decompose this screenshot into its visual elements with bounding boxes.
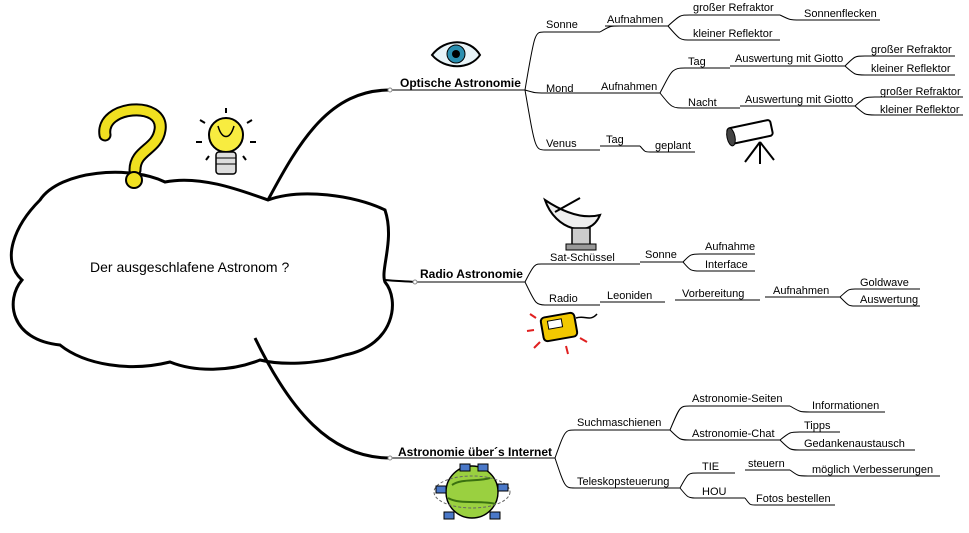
node-nacht: Nacht — [688, 97, 717, 109]
node-vorbereitung: Vorbereitung — [682, 288, 745, 300]
junction-dots — [387, 87, 418, 461]
main-branches — [253, 88, 416, 460]
node-teleskopsteuerung: Teleskopsteuerung — [577, 476, 670, 488]
node-radio: Radio — [549, 293, 578, 305]
node-interface: Interface — [705, 259, 748, 271]
node-tag: Tag — [688, 56, 706, 68]
radio-icon — [526, 311, 598, 355]
branch-internet-astronomy: Astronomie über´s Internet — [398, 445, 553, 459]
node-leoniden: Leoniden — [607, 290, 653, 302]
node-mond: Mond — [546, 83, 574, 95]
node-radio-aufnahmen: Aufnahmen — [773, 285, 830, 297]
node-informationen: Informationen — [812, 400, 880, 412]
node-steuern: steuern — [748, 458, 785, 470]
telescope-icon — [726, 119, 775, 164]
node-sat-sonne: Sonne — [645, 249, 677, 261]
node-tie: TIE — [702, 461, 720, 473]
node-fotos-bestellen: Fotos bestellen — [756, 493, 831, 505]
node-venus: Venus — [546, 138, 577, 150]
node-astronomie-seiten: Astronomie-Seiten — [692, 393, 783, 405]
branch-radio-astronomy: Radio Astronomie — [420, 267, 523, 281]
node-sonne: Sonne — [546, 19, 578, 31]
satellite-dish-icon — [543, 197, 602, 251]
node-auswertung: Auswertung — [860, 294, 919, 306]
light-bulb-icon — [196, 108, 256, 175]
node-suchmaschienen: Suchmaschienen — [577, 417, 662, 429]
node-hou: HOU — [702, 486, 727, 498]
node-geplant: geplant — [655, 140, 692, 152]
node-venus-tag: Tag — [606, 134, 624, 146]
node-aufnahme: Aufnahme — [705, 241, 756, 253]
node-nacht-refraktor: großer Refraktor — [880, 86, 961, 98]
node-sat-schuessel: Sat-Schüssel — [550, 252, 615, 264]
node-gedankenaustausch: Gedankenaustausch — [804, 438, 905, 450]
thought-cloud — [9, 170, 394, 371]
node-nacht-giotto: Auswertung mit Giotto — [745, 94, 854, 106]
node-nacht-reflektor: kleiner Reflektor — [880, 104, 960, 116]
branch-lines — [390, 14, 963, 506]
node-mond-aufnahmen: Aufnahmen — [601, 81, 658, 93]
question-mark-icon — [98, 103, 167, 189]
node-astronomie-chat: Astronomie-Chat — [692, 428, 775, 440]
branch-optical-astronomy: Optische Astronomie — [400, 76, 521, 90]
node-sonne-aufnahmen: Aufnahmen — [607, 14, 664, 26]
node-tag-giotto: Auswertung mit Giotto — [735, 53, 844, 65]
central-topic: Der ausgeschlafene Astronom ? — [90, 259, 290, 275]
node-grosser-refraktor: großer Refraktor — [693, 2, 774, 14]
node-tag-reflektor: kleiner Reflektor — [871, 63, 951, 75]
node-moeglich-verbesserungen: möglich Verbesserungen — [812, 464, 934, 476]
node-sonnenflecken: Sonnenflecken — [804, 8, 877, 20]
globe-network-icon — [433, 463, 511, 520]
eye-icon — [430, 41, 482, 68]
node-tipps: Tipps — [804, 420, 831, 432]
node-goldwave: Goldwave — [860, 277, 909, 289]
node-kleiner-reflektor: kleiner Reflektor — [693, 28, 773, 40]
node-tag-refraktor: großer Refraktor — [871, 44, 952, 56]
